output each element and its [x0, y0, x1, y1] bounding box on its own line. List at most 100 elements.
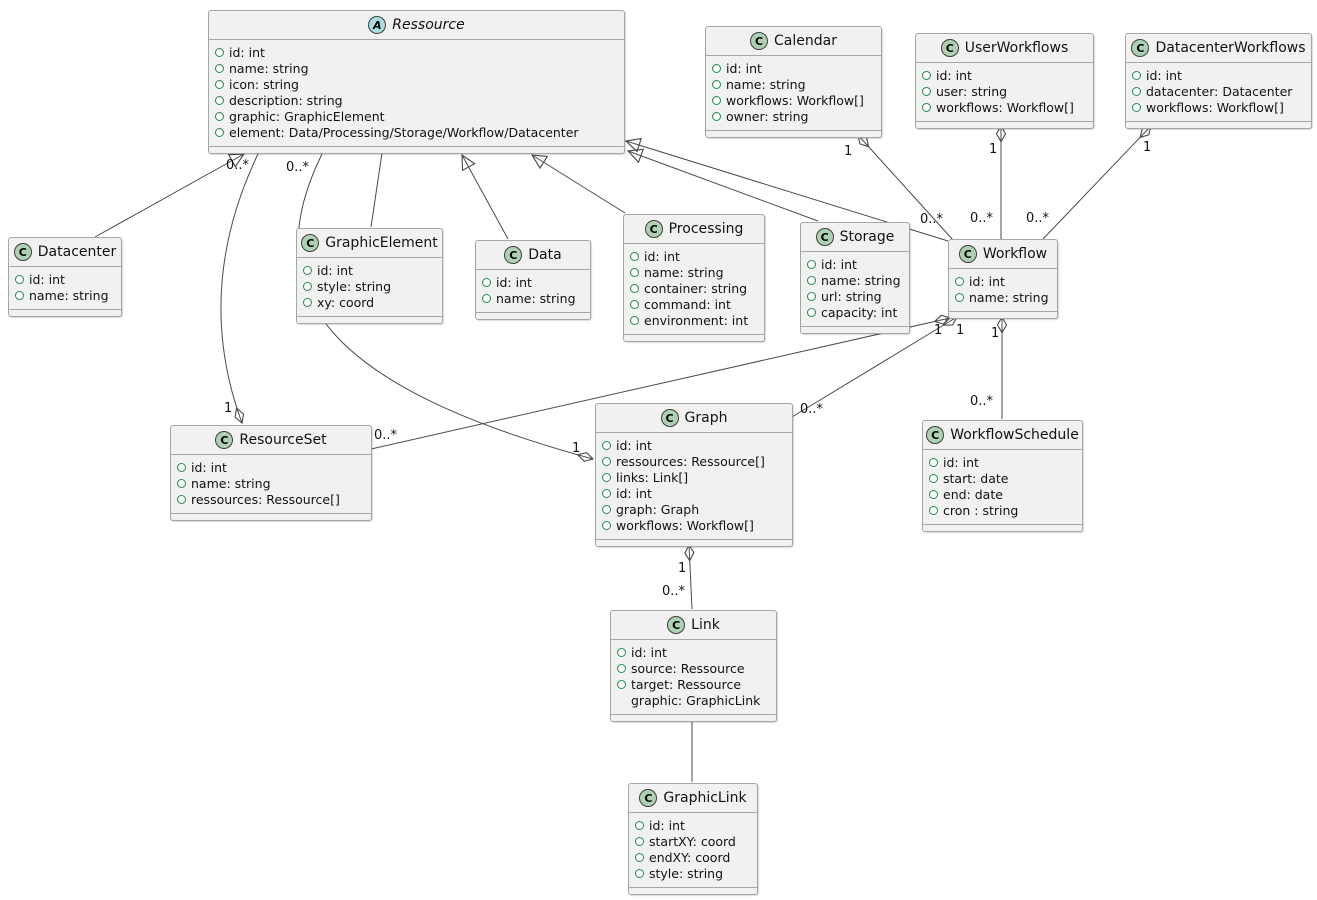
visibility-public-icon [929, 473, 938, 483]
attribute-text: endXY: coord [649, 849, 731, 865]
methods-compartment [297, 317, 442, 323]
attribute-row: description: string [215, 92, 618, 108]
attribute-text: links: Link[] [616, 469, 689, 485]
visibility-public-icon [617, 647, 626, 657]
attribute-text: capacity: int [821, 304, 898, 320]
edge-processing-ressource-generalization [532, 155, 626, 214]
visibility-public-icon [807, 259, 816, 269]
edge-data-ressource-generalization [462, 155, 509, 240]
attribute-row: id: int [712, 60, 875, 76]
attribute-row: id: int [177, 459, 365, 475]
multiplicity-label: 1 [991, 326, 1000, 341]
class-name: Storage [839, 229, 895, 245]
attribute-row: name: string [630, 264, 758, 280]
edge-graph-workflow-aggregation [791, 316, 958, 418]
multiplicity-label: 0..* [970, 211, 994, 226]
visibility-public-icon [635, 868, 644, 878]
multiplicity-label: 1 [572, 441, 581, 456]
attribute-text: source: Ressource [631, 660, 745, 676]
visibility-public-icon [712, 63, 721, 73]
multiplicity-label: 1 [224, 401, 233, 416]
attribute-row: id: int [15, 271, 115, 287]
class-processing-title: C Processing [624, 215, 764, 244]
attribute-row: source: Ressource [617, 660, 770, 676]
class-resourceset-title: C ResourceSet [171, 426, 371, 455]
edge-datacenter-ressource-generalization [94, 154, 244, 238]
attribute-text: user: string [936, 83, 1008, 99]
attribute-text: id: int [29, 271, 65, 287]
class-graph-title: C Graph [596, 404, 792, 433]
attribute-row: endXY: coord [635, 849, 751, 865]
attribute-row: id: int [807, 256, 903, 272]
attribute-text: id: int [649, 817, 685, 833]
attribute-text: command: int [644, 296, 731, 312]
attribute-row: container: string [630, 280, 758, 296]
class-name: Calendar [774, 33, 837, 49]
attribute-text: name: string [821, 272, 901, 288]
attribute-row: id: int [630, 248, 758, 264]
visibility-public-icon [177, 462, 186, 472]
attribute-row: cron : string [929, 502, 1076, 518]
attribute-text: id: int [229, 44, 265, 60]
class-icon: C [13, 243, 32, 261]
multiplicity-label: 0..* [970, 394, 994, 409]
attribute-row: workflows: Workflow[] [602, 517, 786, 533]
visibility-public-icon [15, 290, 24, 300]
visibility-public-icon [215, 63, 224, 73]
attribute-text: startXY: coord [649, 833, 736, 849]
attribute-row: name: string [215, 60, 618, 76]
attribute-text: datacenter: Datacenter [1146, 83, 1293, 99]
attribute-row: url: string [807, 288, 903, 304]
attribute-row: datacenter: Datacenter [1132, 83, 1305, 99]
class-icon: C [958, 245, 977, 263]
methods-compartment [801, 327, 909, 333]
class-name: ResourceSet [239, 432, 327, 448]
attribute-row: target: Ressource [617, 676, 770, 692]
class-name: GraphicElement [325, 235, 438, 251]
attribute-text: xy: coord [317, 294, 375, 310]
edge-ressource-graphicelement-association [370, 152, 383, 228]
attribute-row: command: int [630, 296, 758, 312]
attribute-row: graph: Graph [602, 501, 786, 517]
attribute-text: workflows: Workflow[] [616, 517, 754, 533]
multiplicity-label: 1 [1143, 140, 1152, 155]
class-name: Ressource [392, 17, 465, 33]
edge-workflow-calendar-aggregation [857, 134, 954, 241]
multiplicity-label: 0..* [286, 160, 310, 175]
visibility-public-icon [617, 679, 626, 689]
attribute-text: graph: Graph [616, 501, 700, 517]
visibility-public-icon [177, 478, 186, 488]
attribute-row: name: string [177, 475, 365, 491]
visibility-public-icon [807, 307, 816, 317]
class-workflowschedule-title: C WorkflowSchedule [923, 421, 1082, 450]
multiplicity-label: 1 [934, 323, 943, 338]
class-icon: C [660, 409, 679, 427]
attribute-text: id: int [631, 644, 667, 660]
visibility-public-icon [482, 293, 491, 303]
class-icon: C [1131, 39, 1150, 57]
class-icon: C [750, 32, 769, 50]
attribute-row: capacity: int [807, 304, 903, 320]
